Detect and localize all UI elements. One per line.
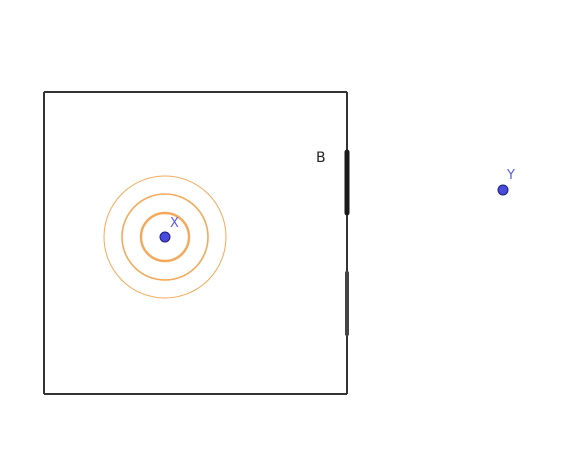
wave-ring-inner <box>139 211 191 263</box>
wave-rings <box>103 175 227 299</box>
segment-b-label: B <box>316 150 326 166</box>
point-x-dot[interactable] <box>159 231 171 243</box>
point-y[interactable]: Y <box>497 168 515 196</box>
wave-ring-outer <box>103 175 227 299</box>
wave-ring-middle <box>121 193 209 281</box>
point-x[interactable]: X <box>159 216 179 243</box>
point-y-label: Y <box>506 168 515 183</box>
box-walls <box>43 91 348 395</box>
point-y-dot[interactable] <box>497 184 509 196</box>
point-x-label: X <box>170 216 179 231</box>
